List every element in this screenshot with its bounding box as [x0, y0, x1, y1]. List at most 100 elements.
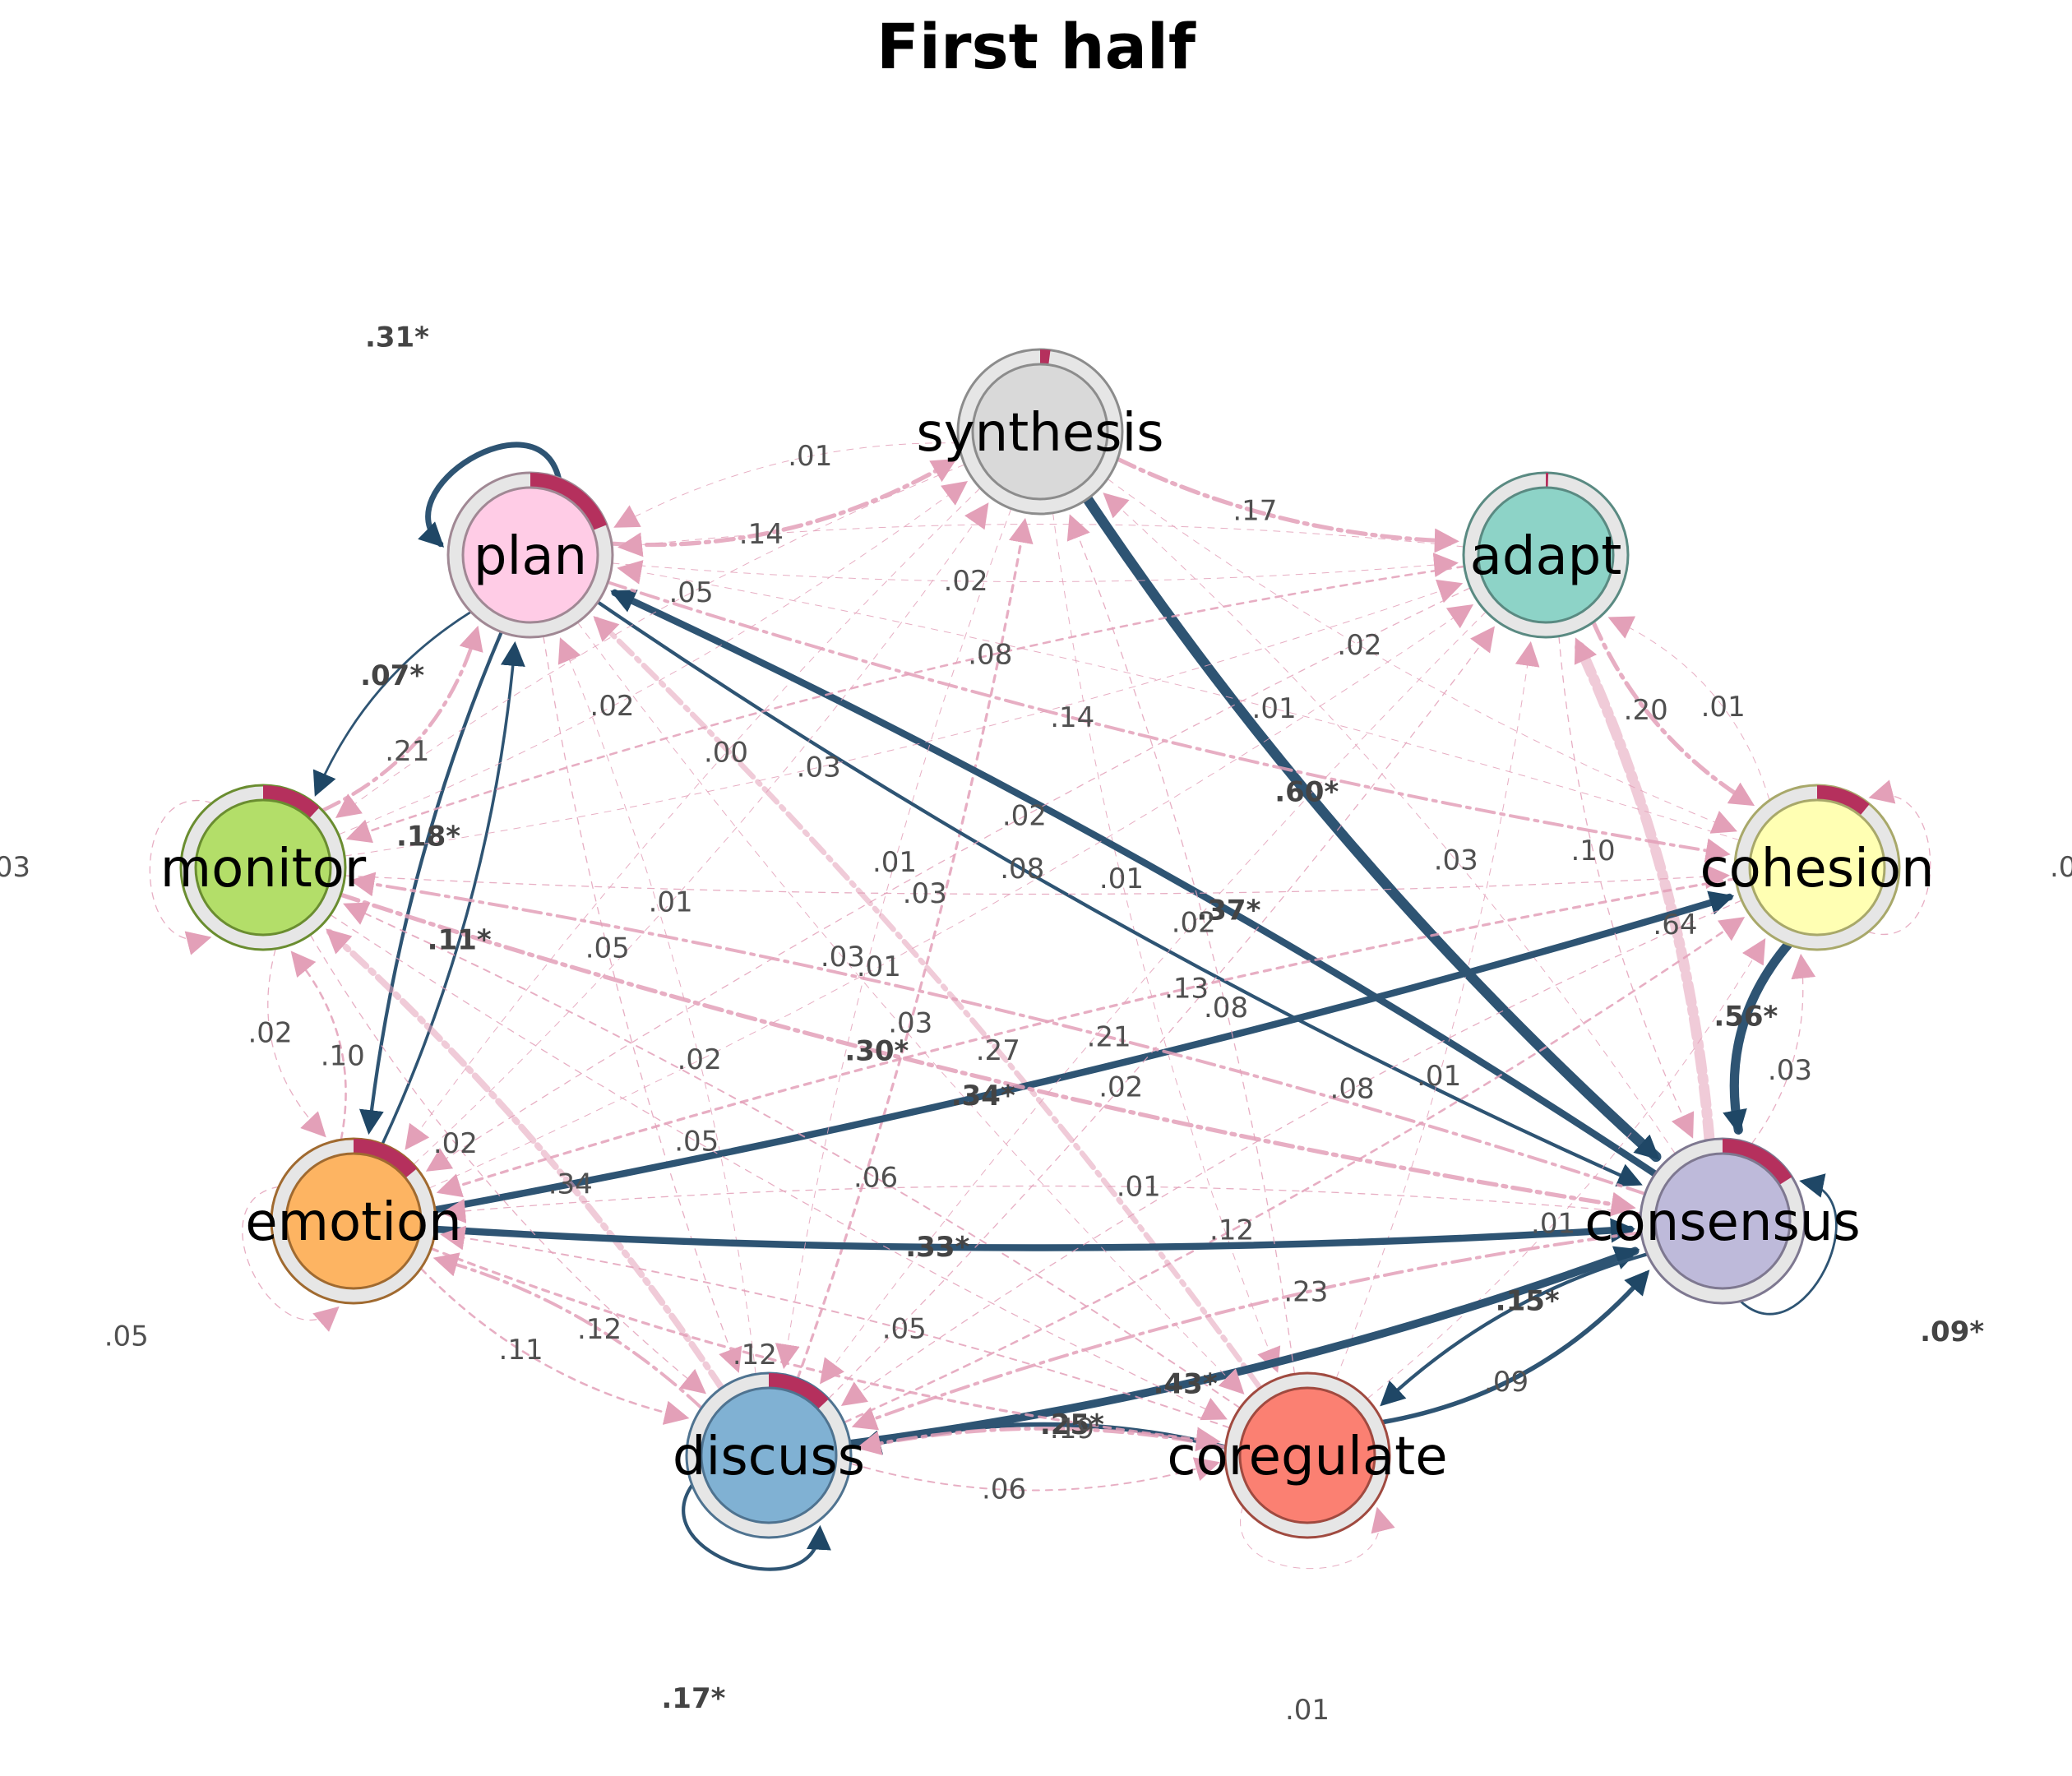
- node-coregulate-circle: [1238, 1386, 1376, 1524]
- node-discuss-label: discuss: [673, 1427, 865, 1487]
- edge-coregulate-to-adapt-label: .01: [1417, 1060, 1461, 1093]
- node-consensus-circle: [1653, 1152, 1792, 1290]
- edge-discuss-to-adapt-label: .02: [1098, 1071, 1143, 1104]
- node-monitor[interactable]: monitor: [160, 784, 367, 951]
- edge-plan-to-plan-label: .31*: [365, 321, 429, 354]
- node-adapt[interactable]: adapt: [1462, 471, 1630, 639]
- edge-coregulate-to-monitor: [343, 902, 1241, 1409]
- edge-emotion-to-plan-label: .11*: [428, 924, 492, 957]
- edge-synthesis-to-adapt-label: .17: [1233, 495, 1277, 528]
- edge-cohesion-to-emotion-label: .13: [1164, 972, 1209, 1005]
- edge-consensus-to-coregulate-label: .15*: [1496, 1284, 1560, 1317]
- edge-consensus-to-discuss-label: .23: [1283, 1276, 1328, 1309]
- node-discuss-circle: [700, 1386, 838, 1524]
- edge-plan-to-consensus: [596, 600, 1643, 1187]
- edge-emotion-to-adapt: [428, 604, 1474, 1189]
- node-monitor-circle: [194, 798, 332, 937]
- edge-discuss-to-coregulate-label: .06: [982, 1473, 1026, 1506]
- node-cohesion-pie: [1816, 785, 1870, 816]
- edge-coregulate-to-adapt: [1335, 641, 1540, 1379]
- edge-consensus-to-synthesis-label: .03: [1434, 844, 1478, 876]
- node-emotion[interactable]: emotion: [245, 1137, 462, 1305]
- edge-emotion-to-monitor-label: .10: [321, 1040, 365, 1073]
- edge-plan-to-emotion-label: .18*: [396, 821, 460, 853]
- edge-monitor-to-discuss-label: .02: [433, 1127, 478, 1160]
- edge-plan-to-coregulate-label: .03: [821, 941, 865, 974]
- edge-monitor-to-emotion-label: .02: [248, 1017, 293, 1050]
- node-emotion-circle: [284, 1152, 423, 1290]
- edge-coregulate-to-plan: [593, 616, 1263, 1391]
- edge-discuss-to-emotion-label: .12: [577, 1313, 622, 1346]
- edge-adapt-to-emotion-label: .02: [1002, 800, 1047, 833]
- edge-cohesion-to-cohesion: [1867, 779, 1931, 935]
- edge-consensus-to-discuss: [851, 1231, 1643, 1431]
- edge-coregulate-to-synthesis: [1066, 514, 1296, 1375]
- edge-monitor-to-monitor-label: .03: [0, 851, 30, 884]
- node-cohesion-circle: [1748, 798, 1886, 937]
- edge-adapt-to-discuss-label: .02: [1172, 906, 1216, 939]
- edge-plan-to-coregulate: [577, 622, 1245, 1394]
- edge-emotion-to-consensus: [432, 1218, 1635, 1251]
- edge-synthesis-to-cohesion: [1107, 479, 1737, 834]
- node-monitor-pie: [262, 785, 320, 819]
- node-cohesion[interactable]: cohesion: [1700, 784, 1935, 951]
- edge-cohesion-to-adapt: [1607, 616, 1770, 801]
- node-synthesis-pie: [1039, 349, 1051, 365]
- edge-synthesis-to-monitor-label: .05: [669, 576, 714, 609]
- edge-labels-layer: .31*.03.04.05.09*.17*.01.01.14.17.60*.00…: [0, 321, 2072, 1727]
- edge-discuss-to-synthesis-label: .03: [888, 1007, 932, 1040]
- node-synthesis[interactable]: synthesis: [916, 348, 1164, 516]
- edge-plan-to-emotion: [358, 630, 503, 1135]
- edge-cohesion-to-adapt-label: .01: [1701, 691, 1746, 724]
- edge-synthesis-to-emotion-label: .00: [704, 737, 748, 770]
- node-plan[interactable]: plan: [446, 471, 614, 639]
- edge-plan-to-plan: [418, 442, 562, 548]
- edge-synthesis-to-emotion: [405, 488, 981, 1150]
- node-discuss[interactable]: discuss: [673, 1371, 865, 1539]
- node-consensus[interactable]: consensus: [1584, 1137, 1861, 1305]
- edge-coregulate-to-plan-label: .27: [976, 1034, 1020, 1067]
- edge-consensus-to-emotion-label: .01: [1117, 1170, 1161, 1203]
- edge-emotion-to-synthesis-label: .01: [649, 886, 693, 919]
- edge-emotion-to-cohesion: [432, 890, 1735, 1214]
- edge-adapt-to-consensus-label: .10: [1571, 835, 1616, 867]
- edge-cohesion-to-emotion: [436, 877, 1737, 1198]
- edge-discuss-to-synthesis: [796, 517, 1034, 1380]
- edge-emotion-to-monitor: [290, 950, 347, 1140]
- node-monitor-label: monitor: [160, 839, 367, 900]
- edge-cohesion-to-consensus-label: .56*: [1714, 1001, 1778, 1034]
- edge-discuss-to-plan: [557, 637, 756, 1375]
- edge-discuss-to-monitor: [326, 928, 725, 1391]
- edge-consensus-to-cohesion: [1751, 953, 1816, 1145]
- node-plan-circle: [461, 486, 599, 624]
- edge-consensus-to-plan-label: .37*: [1196, 894, 1260, 927]
- edge-coregulate-to-emotion-label: .05: [882, 1313, 927, 1346]
- node-coregulate[interactable]: coregulate: [1167, 1371, 1448, 1539]
- edge-synthesis-to-plan: [613, 442, 959, 528]
- edge-cohesion-to-cohesion-label: .04: [2050, 851, 2072, 884]
- node-synthesis-circle: [971, 363, 1109, 501]
- edge-coregulate-to-cohesion-label: .01: [1531, 1208, 1575, 1241]
- edge-adapt-to-monitor: [345, 565, 1465, 844]
- nodes-layer: plan synthesis adapt monitor cohesion emotion…: [160, 348, 1935, 1539]
- edge-emotion-to-discuss-label: .11: [499, 1334, 543, 1367]
- edge-discuss-to-plan-label: .02: [678, 1043, 722, 1076]
- edge-adapt-to-plan: [617, 524, 1464, 557]
- edge-consensus-to-coregulate: [1380, 1252, 1649, 1407]
- edge-coregulate-to-discuss-label: .19: [1050, 1413, 1094, 1445]
- edge-consensus-to-consensus-label: .09*: [1920, 1316, 1984, 1348]
- edge-monitor-to-consensus-label: .30*: [844, 1035, 909, 1068]
- edge-emotion-to-adapt-label: .01: [857, 950, 901, 983]
- edge-coregulate-to-cohesion: [1367, 938, 1766, 1399]
- node-cohesion-label: cohesion: [1700, 839, 1934, 900]
- edge-emotion-to-plan: [381, 641, 525, 1145]
- node-plan-label: plan: [474, 526, 587, 587]
- edge-consensus-to-adapt-label: .64: [1653, 909, 1697, 941]
- edge-discuss-to-cohesion-label: .12: [1209, 1214, 1254, 1246]
- edge-monitor-to-monitor: [149, 800, 213, 955]
- node-coregulate-label: coregulate: [1167, 1427, 1447, 1487]
- edge-adapt-to-emotion: [425, 587, 1471, 1172]
- edge-cohesion-to-plan-label: .01: [1252, 692, 1297, 725]
- edge-monitor-to-discuss: [309, 934, 707, 1394]
